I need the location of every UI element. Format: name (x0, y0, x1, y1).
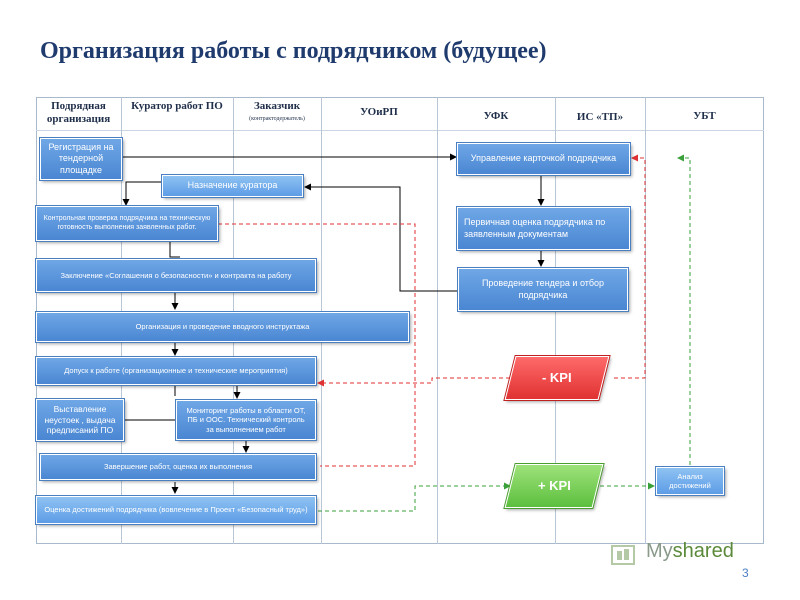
lane-header-separator (36, 130, 764, 131)
lane-divider (555, 97, 556, 544)
reward-dashed-connectors (318, 154, 691, 512)
lane-header-curator: Куратор работ ПО (131, 100, 223, 112)
assign-curator-box: Назначение куратора (161, 174, 304, 198)
lane-divider (645, 97, 646, 544)
kpi-plus-label: + KPI (537, 477, 571, 493)
briefing-box: Организация и проведение вводного инстру… (35, 311, 410, 343)
completion-box: Завершение работ, оценка их выполнения (39, 453, 317, 481)
lane-header-ubt: УБТ (693, 110, 716, 122)
slide-icon (611, 545, 635, 565)
kpi-plus-box: + KPI (503, 463, 605, 509)
lane-header-is-tp: ИС «ТП» (576, 111, 624, 123)
registration-box: Регистрация на тендерной площадке (39, 137, 123, 181)
control-check-box: Контрольная проверка подрядчика на техни… (35, 205, 219, 242)
lane-header-ufk: УФК (483, 110, 509, 122)
lane-header-customer: Заказчик (контрактодержатель) (233, 100, 321, 126)
card-management-box: Управление карточкой подрядчика (456, 142, 631, 176)
page-title: Организация работы с подрядчиком (будуще… (40, 38, 547, 64)
tender-box: Проведение тендера и отбор подрядчика (457, 267, 629, 312)
penalty-dashed-connectors (218, 154, 646, 467)
page-number: 3 (742, 566, 749, 580)
lane-header-uoirp: УОиРП (360, 106, 398, 118)
primary-assessment-box: Первичная оценка подрядчика по заявленны… (456, 206, 631, 251)
lane-divider (437, 97, 438, 544)
evaluation-box: Оценка достижений подрядчика (вовлечение… (35, 495, 317, 525)
kpi-minus-box: - KPI (503, 355, 611, 401)
lane-header-customer-sub: (контрактодержатель) (249, 116, 305, 122)
kpi-minus-label: - KPI (542, 369, 572, 385)
lane-header-contractor: Подрядная организация (46, 100, 111, 125)
admission-box: Допуск к работе (организационные и техни… (35, 356, 317, 386)
analysis-box: Анализ достижений (655, 466, 725, 496)
penalties-box: Выставление неустоек , выдача предписани… (35, 398, 125, 442)
agreement-box: Заключение «Соглашения о безопасности» и… (35, 258, 317, 293)
watermark-text: Myshared (646, 540, 734, 562)
monitoring-box: Мониторинг работы в области ОТ, ПБ и ООС… (175, 399, 317, 441)
